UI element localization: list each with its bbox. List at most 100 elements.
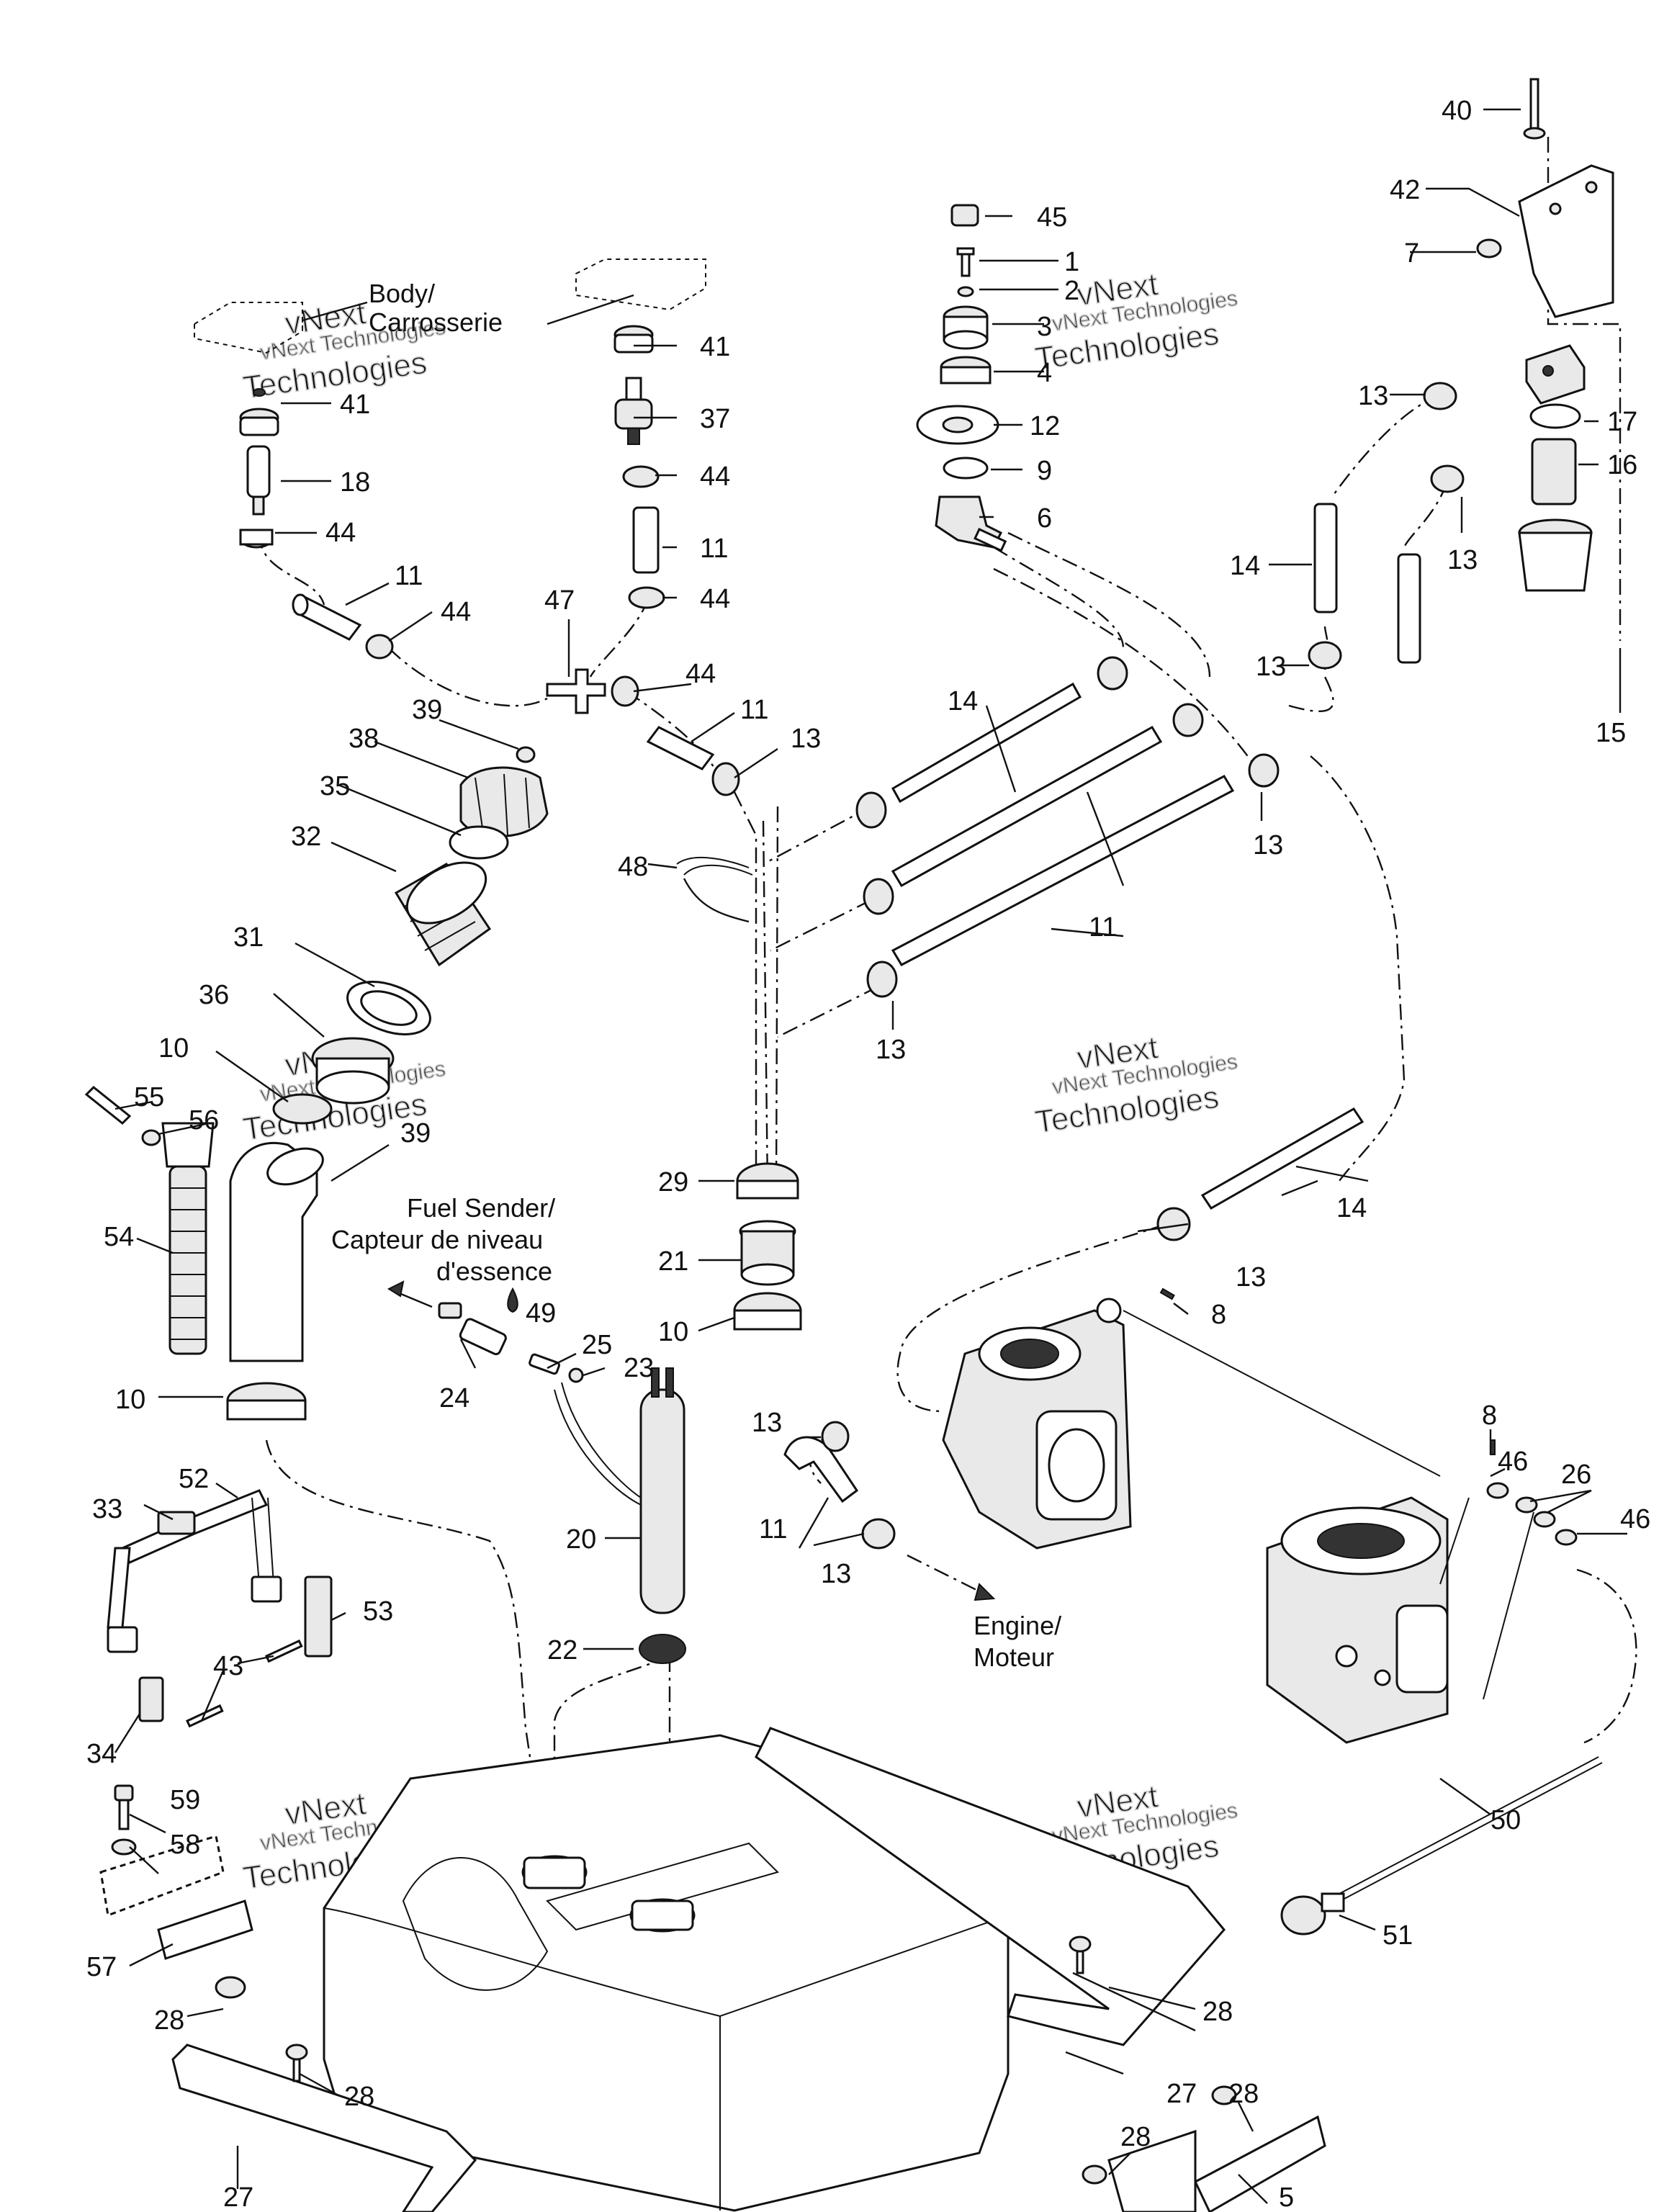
callout-5: 5 (1279, 2182, 1294, 2212)
callout-11-mid: 11 (740, 695, 768, 725)
fuel-sender-label-line3: d'essence (436, 1256, 552, 1286)
clamp-13-filter-c (1308, 641, 1342, 670)
clamp-13-f (1248, 753, 1280, 788)
callout-34: 34 (86, 1739, 117, 1769)
bracket-5 (1107, 2115, 1326, 2212)
hose-11-top (632, 506, 660, 574)
callout-16: 16 (1607, 450, 1637, 480)
knob-3 (943, 305, 989, 350)
callout-13-filter-b: 13 (1447, 545, 1478, 575)
callout-13-bottom: 13 (876, 1035, 906, 1065)
engine-label-line1: Engine/ (974, 1611, 1061, 1640)
callout-36: 36 (199, 980, 229, 1010)
callout-44-left: 44 (325, 518, 356, 548)
callout-39-top: 39 (412, 695, 442, 725)
washer-46-a (1486, 1482, 1509, 1499)
clamp-44-left (239, 529, 274, 549)
callout-28-bottom: 28 (344, 2082, 374, 2112)
callout-24: 24 (439, 1383, 469, 1413)
callout-13-right: 13 (1253, 830, 1283, 860)
clamp-13-c (866, 961, 898, 998)
bracket-42 (1518, 164, 1614, 318)
body-panel-right (575, 258, 706, 311)
carburetor-front (942, 1298, 1132, 1550)
clamp-44-b (365, 634, 394, 660)
callout-40: 40 (1442, 96, 1472, 126)
sealant-drop-49 (507, 1287, 518, 1313)
callout-57: 57 (86, 1952, 117, 1982)
callout-55: 55 (134, 1082, 164, 1112)
callout-48: 48 (618, 852, 648, 882)
fuel-sender-label-line1: Fuel Sender/ (407, 1193, 555, 1223)
watermark: vNext vNext Technologies Technologies (1033, 266, 1240, 377)
callout-17: 17 (1607, 407, 1637, 437)
clamp-13-d (1097, 656, 1128, 691)
callout-53: 53 (363, 1596, 393, 1627)
body-panel-left (194, 302, 303, 354)
screw-1 (956, 247, 975, 277)
washer-46-b (1555, 1529, 1578, 1546)
callout-4: 4 (1037, 358, 1052, 388)
gasket-35 (449, 825, 509, 860)
callout-13-mid: 13 (791, 724, 821, 754)
callout-46-b: 46 (1620, 1504, 1650, 1534)
callout-1: 1 (1064, 247, 1079, 277)
clamp-10-center (733, 1292, 802, 1331)
washer-56 (141, 1129, 161, 1146)
filler-hose-30 (229, 1141, 324, 1362)
callout-41-left: 41 (340, 390, 370, 420)
washer-26 (1515, 1496, 1556, 1528)
bolt-28-right (1069, 1936, 1092, 1974)
callout-11-top: 11 (700, 534, 728, 564)
callout-31: 31 (233, 922, 264, 953)
plug-39 (516, 746, 536, 763)
bolt-28-left (215, 1976, 246, 1999)
nut-23 (568, 1367, 584, 1383)
fitting-8-a (1159, 1287, 1175, 1300)
callout-47: 47 (544, 585, 575, 616)
nut-4 (940, 356, 992, 385)
gasket-31 (346, 981, 431, 1035)
strap-34 (107, 1547, 164, 1722)
callout-26: 26 (1561, 1460, 1591, 1490)
callout-14-filter: 14 (1230, 551, 1260, 581)
callout-56: 56 (189, 1105, 219, 1136)
choke-knob-51 (1280, 1892, 1345, 1936)
bracket-53 (304, 1575, 333, 1658)
callout-6: 6 (1037, 503, 1052, 534)
callout-20: 20 (566, 1524, 596, 1555)
clamp-10-lower (226, 1382, 307, 1421)
callout-11-left: 11 (395, 561, 423, 591)
callout-54: 54 (104, 1222, 134, 1252)
plate-12 (916, 405, 999, 445)
clamp-13-mid (711, 762, 740, 796)
callout-18: 18 (340, 467, 370, 498)
strap-48 (676, 857, 753, 876)
engine-label-line2: Moteur (974, 1642, 1054, 1672)
callout-13-filter-a: 13 (1358, 381, 1388, 411)
valve-6 (935, 495, 1007, 552)
callout-15: 15 (1596, 718, 1626, 748)
nut-36 (311, 1037, 395, 1105)
clamp-13-a (855, 791, 887, 829)
clamp-13-elbow-a (821, 1421, 850, 1452)
guard-27-left (171, 2044, 477, 2212)
bolt-28-bottom (285, 2044, 308, 2082)
bracket-57 (99, 1835, 253, 1960)
callout-10-upper: 10 (158, 1033, 189, 1064)
clamp-13-e (1172, 703, 1204, 737)
callout-13-filter-c: 13 (1256, 652, 1286, 682)
callout-13-lower: 13 (1236, 1262, 1266, 1292)
callout-23: 23 (624, 1353, 654, 1383)
connector-24 (438, 1302, 507, 1356)
fitting-37 (614, 377, 653, 445)
clamp-44-c (622, 465, 660, 488)
fuel-sender-label-line2: Capteur de niveau (331, 1225, 543, 1254)
washer-58 (111, 1838, 137, 1856)
bolt-28-br2 (1082, 2164, 1107, 2185)
callout-49: 49 (526, 1298, 556, 1328)
callout-13-elbow-a: 13 (752, 1408, 782, 1438)
callout-35: 35 (320, 771, 350, 801)
cap-45 (950, 204, 979, 227)
callout-51: 51 (1382, 1920, 1413, 1951)
